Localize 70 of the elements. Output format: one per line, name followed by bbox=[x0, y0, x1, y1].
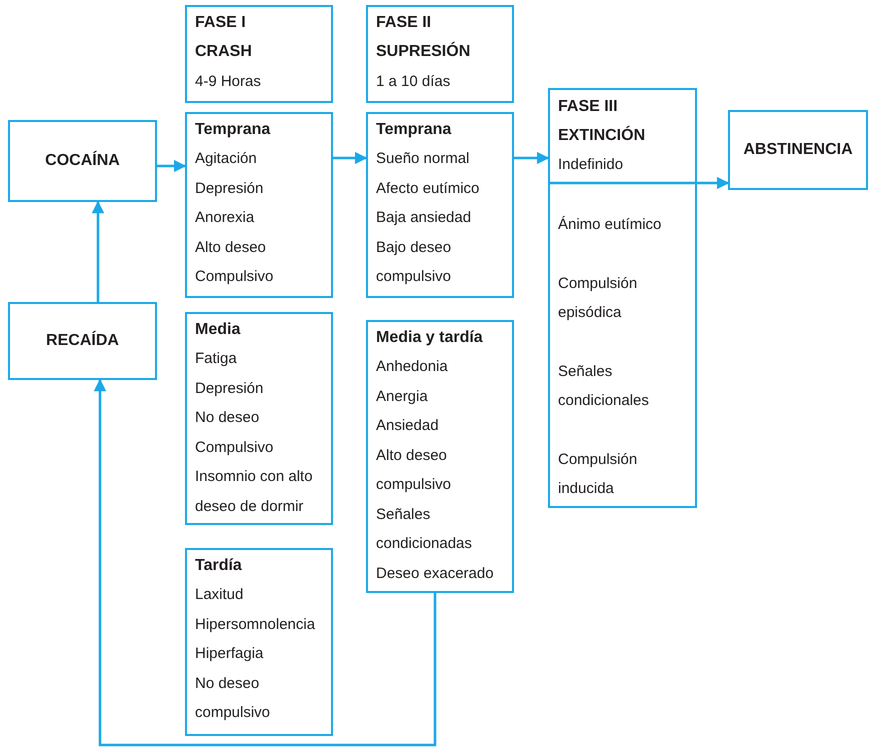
arrow bbox=[94, 378, 436, 746]
heading: Media y tardía bbox=[376, 328, 484, 348]
list-item: Afecto eutímico bbox=[376, 178, 480, 198]
text-box bbox=[366, 320, 514, 593]
list-item: Ansiedad bbox=[376, 416, 440, 436]
list-item: inducida bbox=[558, 478, 615, 498]
list-item: 4-9 Horas bbox=[195, 72, 262, 92]
list-item: Agitación bbox=[195, 149, 258, 169]
box-title: ABSTINENCIA bbox=[743, 141, 853, 159]
list-item: Señales bbox=[376, 504, 432, 524]
text-box bbox=[728, 110, 868, 190]
list-item: Anergia bbox=[376, 386, 429, 406]
heading: Temprana bbox=[195, 120, 272, 140]
heading: Tardía bbox=[195, 556, 243, 576]
list-item: Baja ansiedad bbox=[376, 208, 472, 228]
list-item: Sueño normal bbox=[376, 149, 470, 169]
list-item: Hiperfagia bbox=[195, 644, 264, 664]
text-box bbox=[366, 5, 514, 103]
list-item: Deseo exacerado bbox=[376, 564, 495, 584]
list-item: compulsivo bbox=[195, 703, 272, 723]
heading: SUPRESIÓN bbox=[376, 42, 472, 62]
text-box bbox=[8, 302, 157, 380]
text-box bbox=[185, 548, 333, 736]
text-box bbox=[8, 120, 157, 202]
text-box bbox=[185, 5, 333, 103]
list-item: Indefinido bbox=[558, 154, 624, 174]
list-item: compulsivo bbox=[376, 267, 452, 287]
list-item: Depresión bbox=[195, 178, 264, 198]
arrow bbox=[548, 176, 730, 190]
heading: Temprana bbox=[376, 120, 452, 140]
arrow bbox=[333, 152, 368, 164]
heading: EXTINCIÓN bbox=[558, 126, 646, 146]
list-item: No deseo bbox=[195, 408, 260, 428]
arrow bbox=[514, 152, 550, 164]
list-item: Compulsión bbox=[558, 274, 638, 294]
list-item: condicionadas bbox=[376, 534, 473, 554]
list-item: episódica bbox=[558, 302, 622, 322]
text-box bbox=[366, 112, 514, 298]
list-item: Compulsión bbox=[558, 450, 638, 470]
list-item: Compulsivo bbox=[195, 267, 274, 287]
list-item: Depresión bbox=[195, 378, 264, 398]
list-item: deseo de dormir bbox=[195, 496, 304, 516]
list-item: Laxitud bbox=[195, 585, 244, 605]
heading: FASE II bbox=[376, 12, 432, 32]
box-title: RECAÍDA bbox=[46, 332, 119, 350]
list-item: Anhedonia bbox=[376, 357, 449, 377]
list-item: Señales bbox=[558, 362, 614, 382]
heading: Media bbox=[195, 320, 242, 340]
list-item: Bajo deseo bbox=[376, 238, 452, 258]
list-item: Insomnio con alto bbox=[195, 467, 314, 487]
list-item: Alto deseo bbox=[376, 446, 448, 466]
text-box bbox=[548, 88, 697, 508]
list-item: Alto deseo bbox=[195, 238, 267, 258]
list-item: condicionales bbox=[558, 390, 650, 410]
arrow bbox=[92, 200, 104, 302]
box-title: COCAÍNA bbox=[45, 152, 120, 170]
list-item: compulsivo bbox=[376, 475, 452, 495]
list-item: 1 a 10 días bbox=[376, 72, 452, 92]
heading: FASE III bbox=[558, 96, 619, 116]
heading: CRASH bbox=[195, 42, 253, 62]
list-item: No deseo bbox=[195, 674, 260, 694]
list-item: Fatiga bbox=[195, 349, 238, 369]
list-item: Ánimo eutímico bbox=[558, 214, 662, 234]
arrow bbox=[157, 160, 186, 172]
list-item: Compulsivo bbox=[195, 438, 274, 458]
text-box bbox=[185, 112, 333, 298]
heading: FASE I bbox=[195, 12, 247, 32]
list-item: Anorexia bbox=[195, 208, 256, 228]
list-item: Hipersomnolencia bbox=[195, 614, 316, 634]
text-box bbox=[185, 312, 333, 525]
